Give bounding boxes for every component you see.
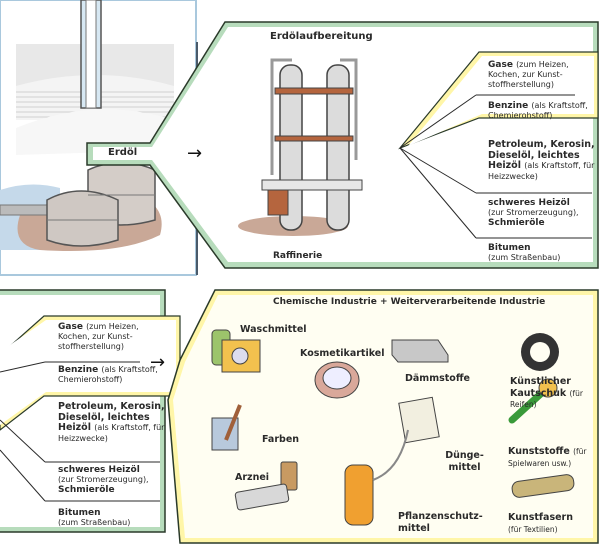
crude-oil-label: Erdöl	[108, 147, 138, 158]
product-kunststoffe: Kunststoffe (für Spielwaren usw.)	[508, 446, 587, 468]
arrow-right-icon: →	[187, 143, 203, 164]
refinery-label: Raffinerie	[273, 251, 323, 261]
product-duengemittel: Dünge­mittel	[445, 450, 484, 473]
fraction-benzine: Benzine (als Kraft­stoff, Chemierohstoff…	[58, 365, 158, 385]
product-kunstfasern: Kunstfasern(für Textilien)	[508, 512, 574, 534]
refinery-columns-illustration	[238, 58, 363, 236]
product-waschmittel: Waschmittel	[240, 324, 307, 335]
fraction-petroleum: Petroleum, Kerosin, Dieselöl, leichtes H…	[58, 401, 165, 443]
fraction-benzine: Benzine (als Kraft­stoff, Chemierohstoff…	[488, 101, 588, 121]
product-kosmetikartikel: Kosmetikartikel	[300, 348, 385, 359]
product-daemmstoffe: Dämmstoffe	[405, 373, 470, 384]
product-arznei: Arznei	[235, 472, 270, 483]
arrow-right-icon: →	[150, 352, 166, 373]
refinery-title: Erdölaufbereitung	[270, 31, 373, 42]
industry-title: Chemische Industrie + Weiterverarbeitend…	[273, 297, 546, 307]
storage-tanks-illustration	[0, 161, 162, 251]
fraction-gase: Gase (zum Heizen, Kochen, zur Kunst­stof…	[58, 322, 139, 352]
product-kautschuk: Künstlicher Kau­tschuk (für Reifen)	[510, 376, 583, 409]
fraction-schweres-heizoel: schweres Heizöl(zur Stromerzeugung),Schm…	[488, 198, 579, 229]
rock-strata-illustration	[16, 0, 174, 155]
fraction-petroleum: Petroleum, Kerosin, Dieselöl, leichtes H…	[488, 139, 595, 181]
fraction-bitumen: Bitumen(zum Straßenbau)	[58, 508, 131, 528]
product-farben: Farben	[262, 434, 300, 445]
product-pflanzenschutzmittel: Pflanzenschutz­mittel	[398, 511, 483, 534]
fraction-bitumen: Bitumen(zum Straßenbau)	[488, 243, 561, 263]
fraction-schweres-heizoel: schweres Heizöl(zur Stromerzeugung),Schm…	[58, 465, 149, 496]
product-illustrations	[211, 329, 575, 526]
fraction-gase: Gase (zum Heizen, Kochen, zur Kunst­stof…	[488, 60, 569, 90]
